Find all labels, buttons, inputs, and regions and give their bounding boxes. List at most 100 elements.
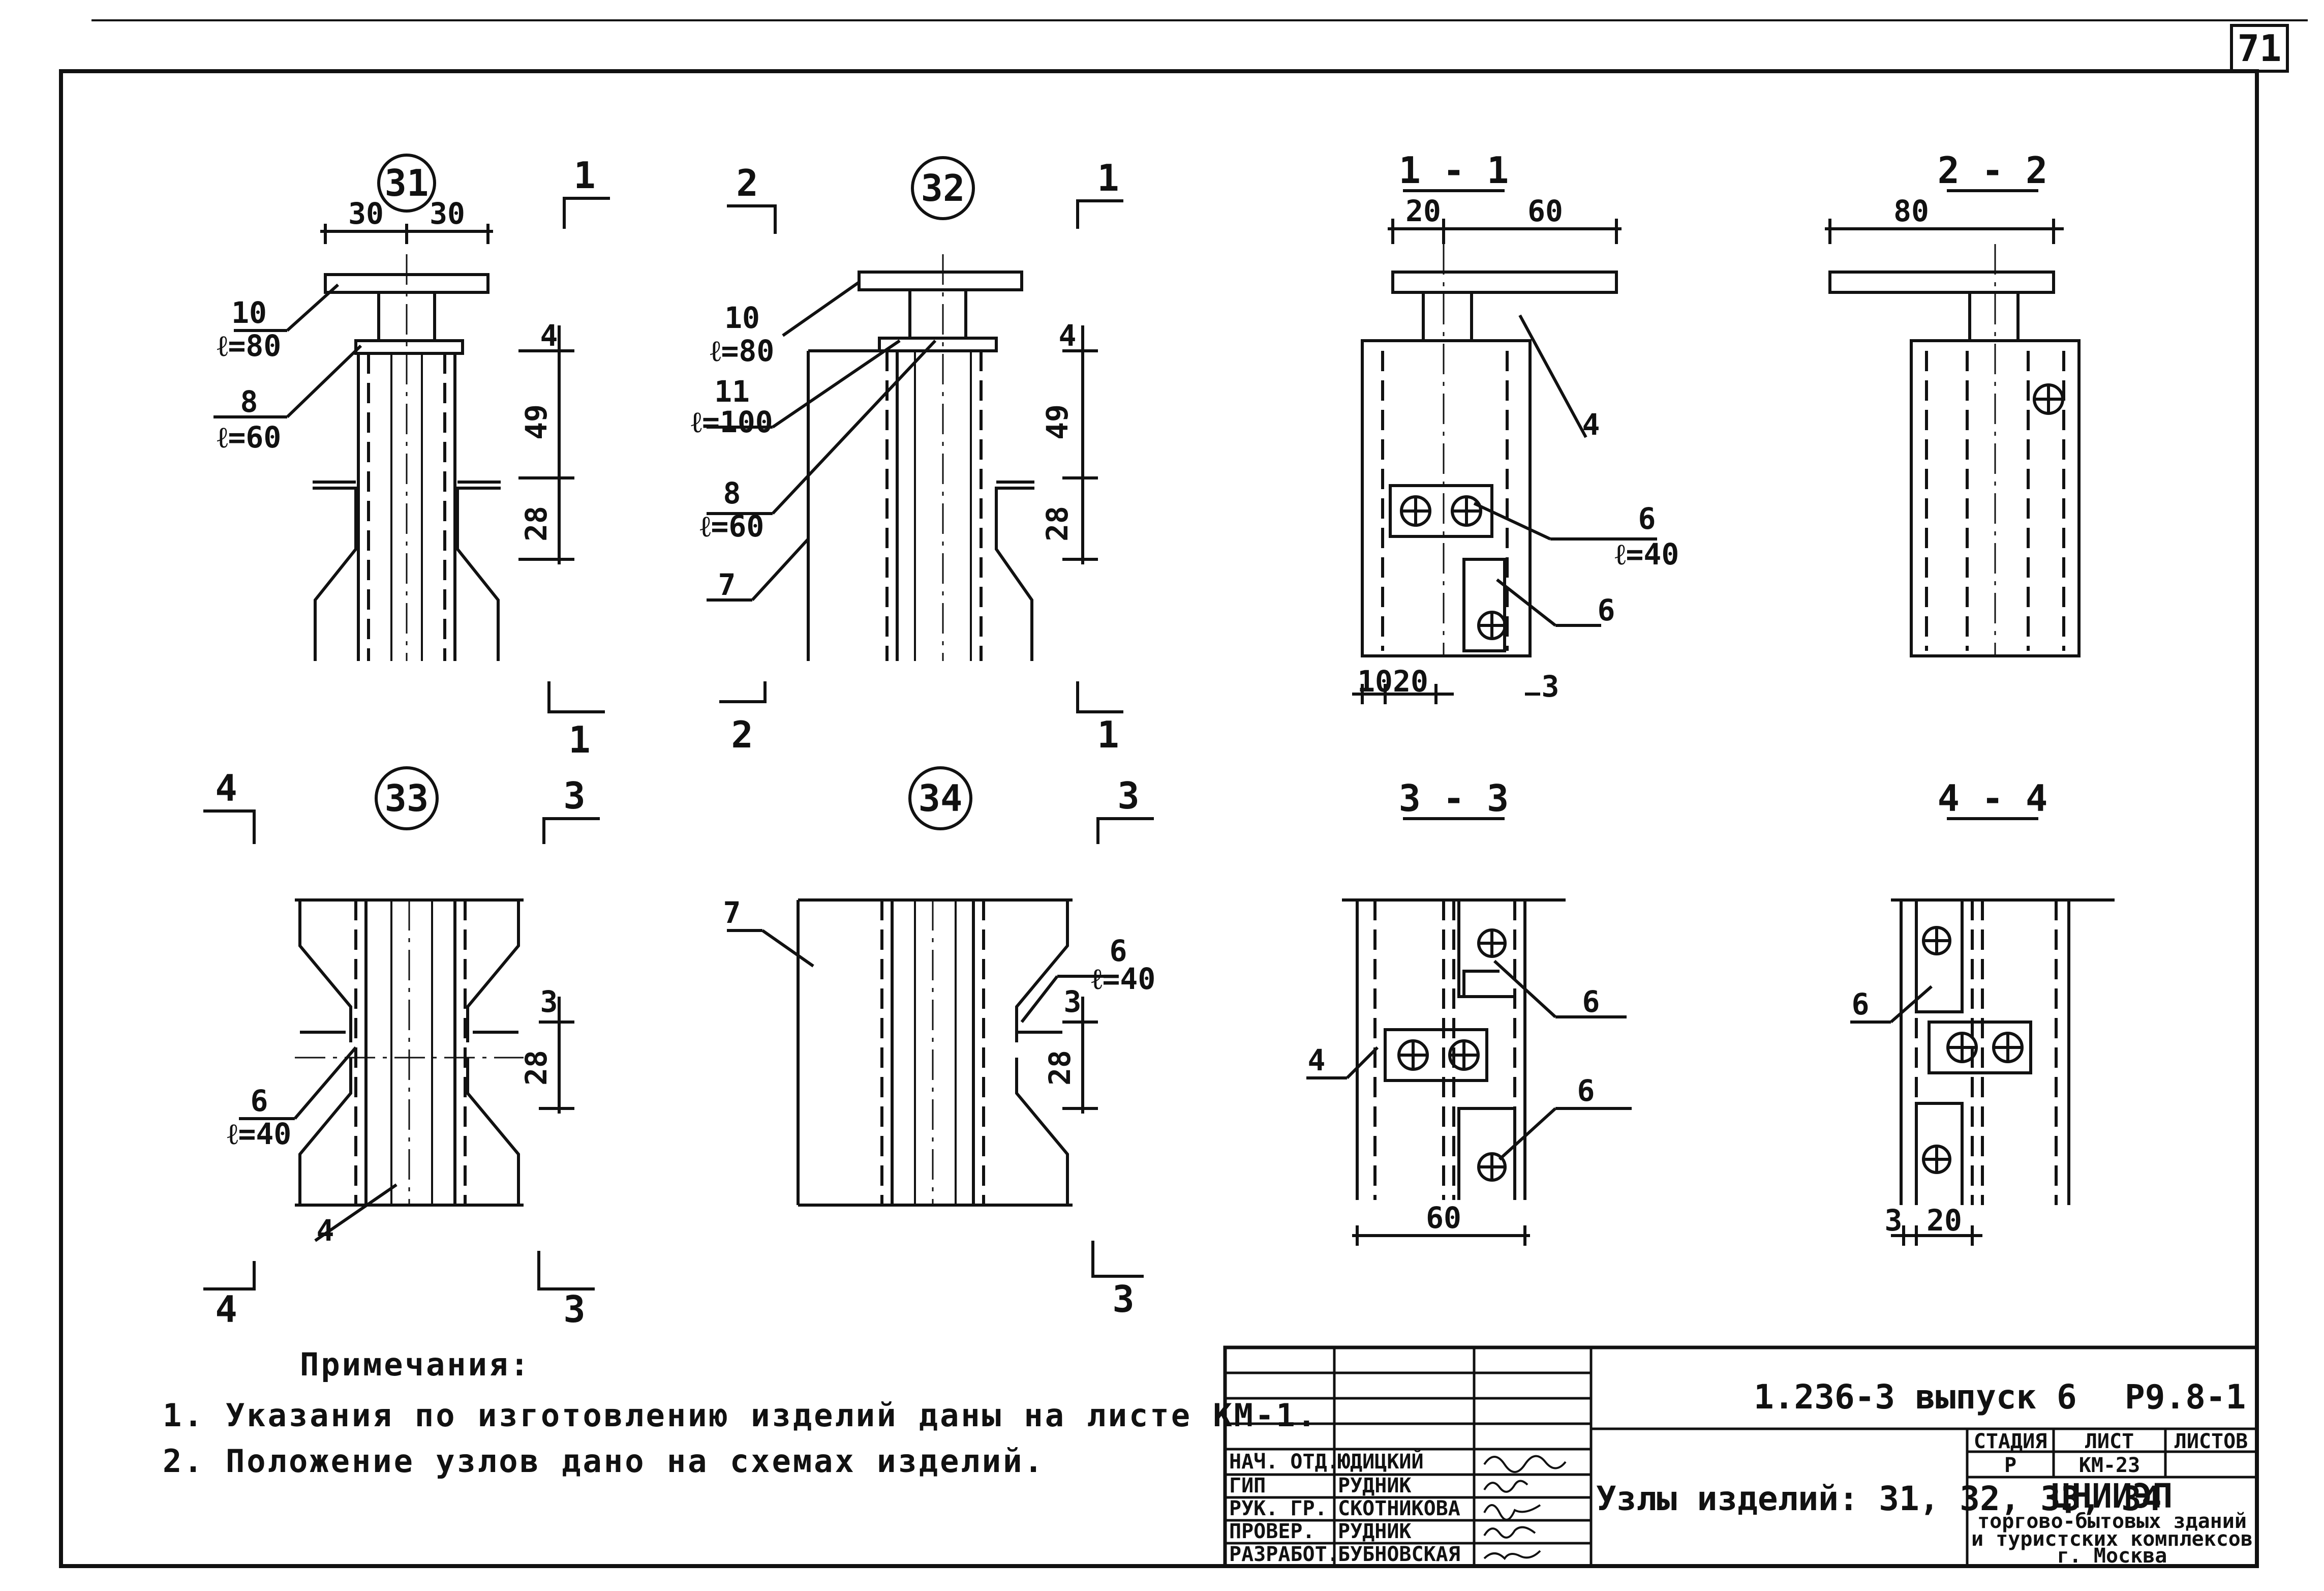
org-line-1: торгово-бытовых зданий	[1977, 1510, 2247, 1533]
pos-8: 8	[240, 384, 258, 419]
name-2: РУДНИК	[1338, 1474, 1412, 1497]
pos-7-34: 7	[723, 895, 741, 930]
sheets-header: ЛИСТОВ	[2175, 1430, 2248, 1453]
dim-30-left: 30	[348, 196, 384, 231]
title-block	[1223, 1345, 2259, 1568]
pos-7: 7	[718, 567, 736, 602]
dim-4: 4	[540, 318, 558, 353]
dim-49: 49	[519, 404, 554, 440]
pos-8-32: 8	[723, 476, 741, 511]
sheet-header: ЛИСТ	[2085, 1430, 2134, 1453]
pos-6-44: 6	[1852, 987, 1870, 1022]
section-3-3	[1306, 817, 1632, 1246]
node-31	[213, 154, 610, 713]
len-40-33: ℓ=40	[227, 1117, 292, 1151]
sheet-number: 71	[2238, 27, 2282, 70]
section-2-2-title: 2 - 2	[1938, 149, 2048, 192]
cut-1-top: 1	[573, 154, 595, 197]
role-3: РУК. ГР.	[1229, 1497, 1327, 1520]
node-34	[727, 766, 1154, 1278]
org-line-2: и туристских комплексов	[1971, 1527, 2253, 1551]
dim-20-44: 20	[1927, 1203, 1962, 1238]
dim-10: 10	[1357, 664, 1393, 699]
signatures	[1483, 1455, 1567, 1560]
notes-title: Примечания:	[300, 1346, 531, 1383]
cut-3-bottom: 3	[563, 1288, 585, 1331]
pos-10-32: 10	[724, 301, 760, 335]
pos-6-34: 6	[1110, 934, 1127, 968]
dim-3: 3	[1542, 669, 1559, 704]
dim-30-right: 30	[430, 196, 465, 231]
doc-code: 1.236-3 выпуск 6	[1754, 1377, 2077, 1417]
cut-4-bottom: 4	[215, 1288, 237, 1331]
section-4-4-title: 4 - 4	[1938, 777, 2048, 820]
pos-4-33: 4	[317, 1213, 334, 1248]
dim-60: 60	[1527, 194, 1563, 228]
note-1: 1. Указания по изготовлению изделий даны…	[163, 1397, 1318, 1434]
section-1-1	[1352, 189, 1657, 704]
pos-6: 6	[1638, 501, 1656, 536]
cut-4-top: 4	[215, 767, 237, 809]
cut-1-top-32: 1	[1097, 157, 1119, 199]
dim-20b: 20	[1393, 664, 1428, 699]
pos-6-33s: 6	[1582, 984, 1600, 1019]
dim-28-34: 28	[1043, 1050, 1077, 1086]
org-line-3: г. Москва	[2057, 1544, 2167, 1568]
name-5: БУБНОВСКАЯ	[1338, 1543, 1460, 1566]
sheet-frame	[59, 69, 2259, 1568]
dim-3-44: 3	[1885, 1203, 1903, 1238]
role-4: ПРОВЕР.	[1229, 1520, 1315, 1543]
sheet-value: КМ-23	[2079, 1454, 2140, 1477]
org-name: ЦНИИЭП	[2052, 1477, 2173, 1516]
dim-4-32: 4	[1059, 318, 1077, 353]
cut-1-bottom-32: 1	[1097, 713, 1119, 756]
dim-3-34: 3	[1064, 984, 1082, 1019]
node-34-label: 34	[919, 777, 963, 820]
len-80-32: ℓ=80	[710, 334, 775, 368]
len-60: ℓ=60	[217, 420, 282, 455]
dim-60-33s: 60	[1426, 1200, 1461, 1235]
doc-mark: Р9.8-1	[2125, 1377, 2246, 1417]
len-40: ℓ=40	[1615, 537, 1679, 572]
cut-1-bottom: 1	[568, 718, 590, 761]
pos-11: 11	[714, 374, 750, 409]
pos-4-33s: 4	[1308, 1043, 1326, 1077]
dim-28-32: 28	[1040, 506, 1075, 542]
role-1: НАЧ. ОТД.	[1229, 1450, 1339, 1474]
stage-value: Р	[2004, 1454, 2016, 1477]
len-80: ℓ=80	[217, 328, 282, 363]
cut-3-top-34: 3	[1117, 774, 1139, 817]
pos-6-33: 6	[251, 1084, 268, 1118]
name-4: РУДНИК	[1338, 1520, 1412, 1543]
dim-28: 28	[519, 506, 554, 542]
pos-6c: 6	[1577, 1073, 1595, 1108]
doc-title: Узлы изделий: 31, 32, 33, 34	[1596, 1479, 2162, 1518]
cut-2-top: 2	[736, 162, 758, 204]
role-2: ГИП	[1229, 1474, 1266, 1497]
stage-header: СТАДИЯ	[1974, 1430, 2047, 1453]
section-1-1-title: 1 - 1	[1399, 149, 1509, 192]
dim-20: 20	[1405, 194, 1441, 228]
section-4-4	[1850, 817, 2115, 1246]
len-40-34: ℓ=40	[1091, 962, 1156, 996]
role-5: РАЗРАБОТ.	[1229, 1543, 1339, 1566]
pos-6b: 6	[1598, 593, 1615, 627]
node-31-label: 31	[385, 162, 429, 204]
dim-3-33: 3	[540, 984, 558, 1019]
len-60-32: ℓ=60	[700, 509, 765, 544]
section-3-3-title: 3 - 3	[1399, 777, 1509, 820]
cut-3-bottom-34: 3	[1112, 1278, 1134, 1320]
node-33	[203, 766, 600, 1290]
dim-49-32: 49	[1040, 404, 1075, 440]
pos-10: 10	[231, 295, 267, 330]
dim-80: 80	[1893, 194, 1929, 228]
len-100: ℓ=100	[691, 405, 773, 439]
name-1: ЮДИЦКИЙ	[1338, 1449, 1424, 1474]
dim-28-33: 28	[519, 1050, 554, 1086]
pos-4: 4	[1582, 407, 1600, 442]
section-2-2	[1825, 189, 2081, 657]
cut-2-bottom: 2	[731, 713, 753, 756]
node-32-label: 32	[921, 167, 965, 209]
note-2: 2. Положение узлов дано на схемах издели…	[163, 1443, 1045, 1480]
